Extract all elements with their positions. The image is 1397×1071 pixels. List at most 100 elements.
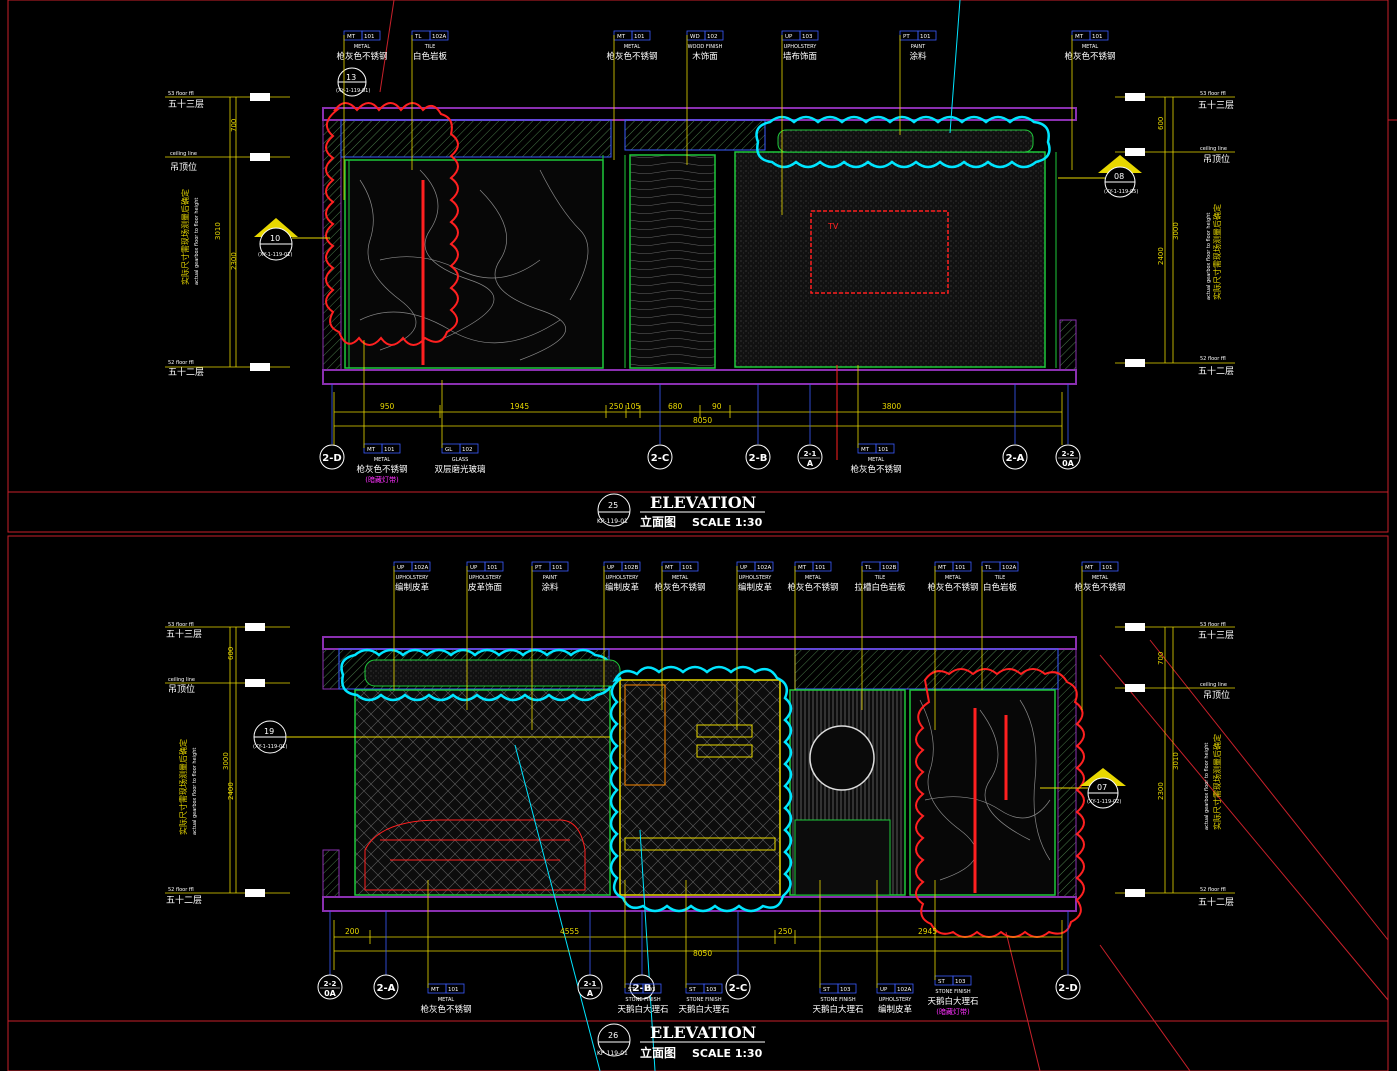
elevation-subtitle: 立面图 [640,1045,676,1060]
section-mark-10[interactable]: 10 (XY-1-119-01) [254,218,330,261]
grid-label: 2-C [651,453,669,464]
vertical-note: actual gearbox floor to floor height [194,198,200,285]
grid-bubble[interactable]: 2-C [725,974,751,1000]
level-cn: 五十二层 [1198,365,1234,377]
grid-bubble[interactable]: 2-A [373,974,399,1000]
callout-type: METAL [868,457,885,463]
grid-bubble[interactable]: 2-C [647,444,673,470]
callout-number: 101 [682,565,693,571]
level-en: ceiling line [1200,682,1227,688]
grid-bubble[interactable]: 2-A [1002,444,1028,470]
title-sheet: KP-119-01 [597,518,628,525]
title-block-25: 25 KP-119-01 ELEVATION 立面图 SCALE 1:30 [597,493,765,529]
callout-type: TILE [424,44,435,50]
vertical-note: 实际尺寸需现场测量后确定 [180,189,190,285]
grid-bubble[interactable]: 2-1A [577,974,603,1000]
grid-bubble[interactable]: 2-20A [317,974,343,1000]
grid-bubble[interactable]: 2-1A [797,444,823,470]
dim-text: 2400 [227,782,235,800]
callout-code: MT [1085,565,1094,571]
callout-number: 103 [802,34,813,40]
callout-type: METAL [374,457,391,463]
callout-type: METAL [945,575,962,581]
callout-type: UPHOLSTERY [606,575,640,581]
grid-label: 2-A [377,983,396,994]
elevation-subtitle: 立面图 [640,514,676,529]
callout-number: 102B [882,565,896,571]
callout-number: 101 [815,565,826,571]
right-wall [1057,648,1077,898]
callout-code: ST [689,987,696,993]
grid-bubble[interactable]: 2-D [1055,974,1081,1000]
section-mark-19[interactable]: 19 (XY-1-119-01) [253,720,610,754]
dim-text: 3800 [882,402,901,411]
wardrobe-cabinet [619,679,781,896]
revision-cloud [755,115,1051,169]
grid-bubble[interactable]: 2-D [319,444,345,470]
section-number: 10 [270,234,280,243]
callout-code: TL [414,34,422,40]
left-wall-base [322,849,340,898]
grid-bubble[interactable]: 2-20A [1055,444,1081,470]
callout-code: MT [367,447,376,453]
section-mark-07[interactable]: 07 (XY-1-119-02) [1040,768,1126,809]
callout-number: 103 [955,979,966,985]
callout-type: STONE FINISH [935,989,970,995]
section-mark-08[interactable]: 08 (XY-1-119-05) [1058,155,1142,198]
callout-material: 枪灰色不锈钢 [654,582,705,593]
dim-text: 600 [227,647,235,660]
level-en: 53 floor ffl [1200,91,1226,97]
frame-lines [348,152,1057,368]
grid-bubble[interactable]: 2-B [745,444,771,470]
level-marks-left: 53 floor ffl 五十三层 ceiling line 吊顶位 52 fl… [165,622,290,906]
callout-code: TL [864,565,872,571]
callout-number: 103 [840,987,851,993]
callout-material: 枪灰色不锈钢 [356,464,407,475]
level-en: 52 floor ffl [1200,356,1226,362]
title-sheet: KP-119-01 [597,1050,628,1057]
callout-material: 天鹅白大理石 [678,1004,729,1015]
callout-material: 编制皮革 [605,582,640,593]
leader-line [949,0,961,134]
level-marks-right: 53 floor ffl 五十三层 ceiling line 吊顶位 52 fl… [1115,91,1235,377]
section-mark-13[interactable]: 13 (XY-1-119-01) [336,67,370,97]
callout-code: WD [690,34,700,40]
callout-type: PAINT [543,575,558,581]
tv-outline [810,210,949,294]
slab-top [322,107,1077,121]
callout-number: 101 [920,34,931,40]
vertical-note: 实际尺寸需现场测量后确定 [1212,734,1222,830]
dim-text: 600 [1157,117,1165,130]
callout-code: MT [861,447,870,453]
callout-code: PT [535,565,542,571]
